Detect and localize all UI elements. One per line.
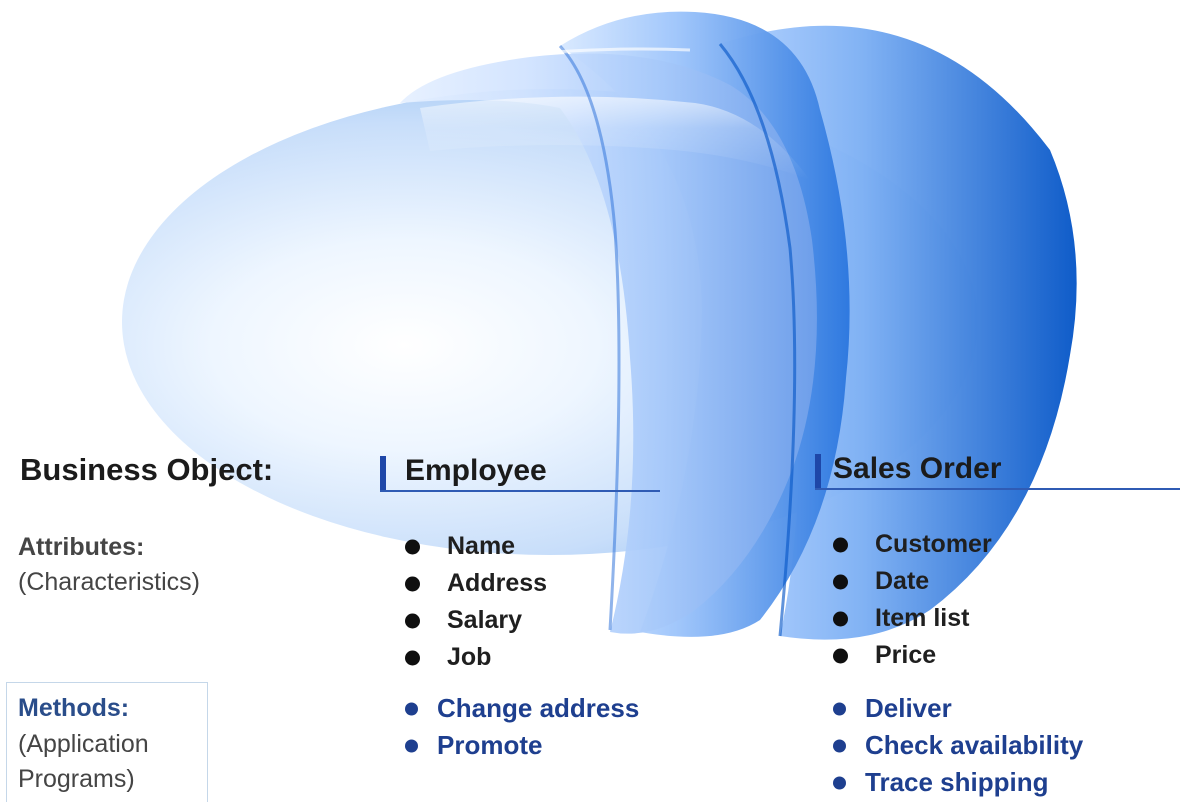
bullet-dot-icon	[833, 574, 848, 589]
employee-method-label: Change address	[437, 693, 640, 723]
methods-label: Methods:	[18, 694, 130, 722]
employee-attribute-label: Salary	[447, 606, 523, 634]
employee-title-underline	[380, 490, 660, 492]
sales-order-method-label: Check availability	[865, 730, 1084, 760]
sales-order-title-accent	[815, 454, 821, 488]
bullet-dot-icon	[833, 739, 846, 752]
sales-order-attribute-label: Price	[875, 641, 937, 669]
attributes-label: Attributes:	[18, 533, 145, 561]
business-object-heading: Business Object:	[20, 452, 274, 487]
band-gloss	[420, 96, 810, 180]
sales-order-attribute-label: Item list	[875, 604, 970, 632]
methods-label-box	[6, 682, 208, 802]
sales-order-title-underline	[815, 488, 1180, 490]
bullet-dot-icon	[405, 539, 420, 554]
band-shell-inner	[400, 53, 817, 634]
sales-order-attribute-label: Customer	[875, 530, 992, 558]
bullet-dot-icon	[833, 776, 846, 789]
sales-order-method-label: Deliver	[865, 693, 952, 723]
bullet-dot-icon	[833, 537, 848, 552]
attributes-sublabel: (Characteristics)	[18, 568, 200, 596]
band-edge-1	[558, 44, 621, 631]
methods-sublabel-line-1: (Application	[18, 730, 149, 758]
employee-method-label: Promote	[437, 730, 543, 760]
methods-sublabel-line-2: Programs)	[18, 765, 135, 793]
employee-title: Employee	[405, 454, 547, 487]
employee-attribute-label: Address	[447, 569, 548, 597]
sales-order-title: Sales Order	[833, 452, 1002, 485]
bullet-dot-icon	[405, 650, 420, 665]
bullet-dot-icon	[833, 611, 848, 626]
bullet-dot-icon	[833, 648, 848, 663]
bullet-dot-icon	[833, 702, 846, 715]
bullet-dot-icon	[405, 739, 418, 752]
band-edge-3	[429, 47, 691, 68]
band-edge-2	[718, 43, 797, 637]
employee-title-accent	[380, 456, 386, 490]
sales-order-method-label: Trace shipping	[865, 767, 1049, 797]
employee-attribute-label: Job	[447, 643, 492, 671]
bullet-dot-icon	[405, 613, 420, 628]
sales-order-attribute-label: Date	[875, 567, 930, 595]
bullet-dot-icon	[405, 702, 418, 715]
employee-attribute-label: Name	[447, 532, 516, 560]
bullet-dot-icon	[405, 576, 420, 591]
